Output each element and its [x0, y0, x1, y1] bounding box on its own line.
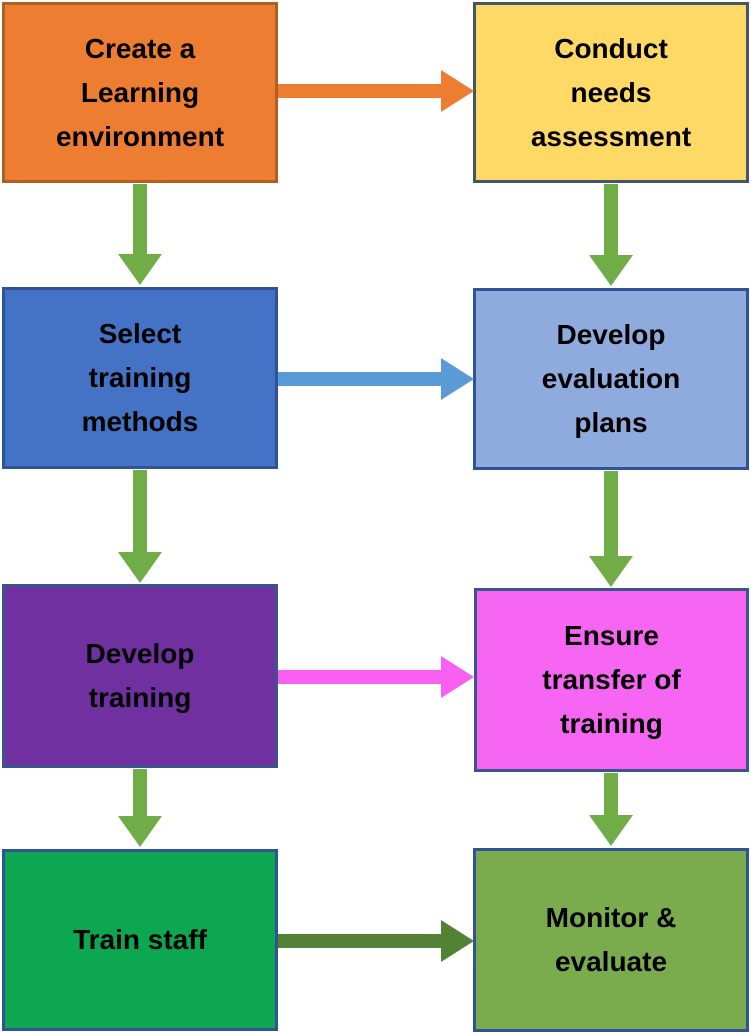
arrow-select-to-develop-training-icon [118, 470, 162, 583]
box-train-staff: Train staff [2, 849, 278, 1031]
box-label-monitor-evaluate: Monitor & evaluate [545, 902, 677, 977]
box-label-develop-evaluation-plans: Develop evaluation plans [541, 319, 681, 438]
box-monitor-evaluate: Monitor & evaluate [473, 848, 749, 1032]
box-develop-training: Develop training [2, 584, 278, 768]
arrow-train-staff-to-monitor-icon [278, 920, 474, 962]
arrow-develop-plans-to-transfer-icon [589, 471, 633, 587]
box-develop-evaluation-plans: Develop evaluation plans [473, 288, 749, 470]
box-label-create-learning-environment: Create a Learning environment [55, 32, 225, 152]
arrow-create-to-select-icon [118, 184, 162, 285]
box-label-develop-training: Develop training [85, 638, 195, 713]
box-conduct-needs-assessment: Conduct needs assessment [473, 2, 749, 183]
arrow-create-to-conduct-icon [278, 70, 474, 112]
box-ensure-transfer-of-training: Ensure transfer of training [474, 588, 749, 772]
box-label-select-training-methods: Select training methods [81, 318, 199, 437]
arrow-select-to-develop-plans-icon [278, 358, 474, 400]
arrow-develop-training-to-transfer-icon [278, 656, 474, 698]
arrow-conduct-to-develop-plans-icon [589, 184, 633, 286]
arrow-develop-training-to-train-staff-icon [118, 769, 162, 847]
box-select-training-methods: Select training methods [2, 287, 278, 469]
box-label-train-staff: Train staff [73, 924, 207, 955]
box-label-ensure-transfer-of-training: Ensure transfer of training [542, 620, 681, 739]
arrow-transfer-to-monitor-icon [589, 773, 633, 846]
box-create-learning-environment: Create a Learning environment [2, 2, 278, 183]
box-label-conduct-needs-assessment: Conduct needs assessment [530, 32, 692, 152]
